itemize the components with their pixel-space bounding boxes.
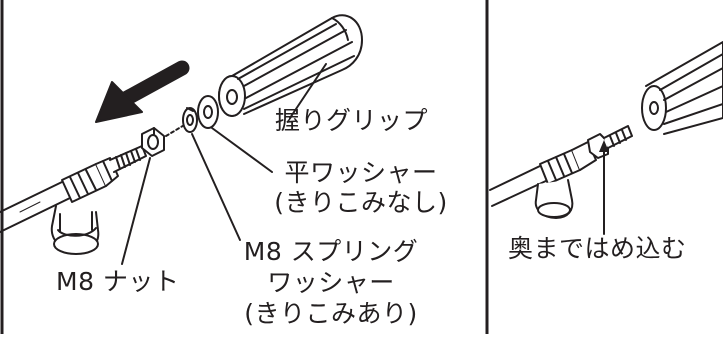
leader-grip <box>289 63 327 119</box>
spring-washer-part <box>182 107 198 133</box>
arrow-left-down-icon <box>95 60 190 123</box>
flat-washer-label-line2: (きりこみなし) <box>274 188 448 217</box>
spring-washer-label-line3: (きりこみあり) <box>244 299 418 328</box>
spring-washer-label-line1: M8 スプリング <box>243 237 419 266</box>
assembly-axis <box>165 123 187 137</box>
leader-flat-washer <box>211 127 273 173</box>
flat-washer-part <box>197 95 219 129</box>
leader-nut <box>121 157 151 265</box>
threaded-stem <box>109 145 147 173</box>
grip-label: 握りグリップ <box>275 106 429 135</box>
flat-washer-label-line1: 平ワッシャー <box>284 158 438 187</box>
hose-fitting <box>61 157 119 203</box>
spring-washer-label-line2: ワッシャー <box>267 268 395 297</box>
arrow-up-icon <box>599 140 609 235</box>
grip-part-right <box>641 41 723 135</box>
nut-label: M8 ナット <box>56 267 180 296</box>
threaded-stem-right <box>587 125 633 159</box>
nut-part <box>141 127 165 157</box>
leader-spring-washer <box>191 133 241 241</box>
quick-coupler-right <box>534 179 574 219</box>
hose-fitting-right <box>539 141 597 185</box>
hose <box>0 181 71 233</box>
quick-coupler <box>50 205 100 255</box>
grip-part <box>218 14 363 117</box>
insert-label: 奥まではめ込む <box>508 234 687 263</box>
